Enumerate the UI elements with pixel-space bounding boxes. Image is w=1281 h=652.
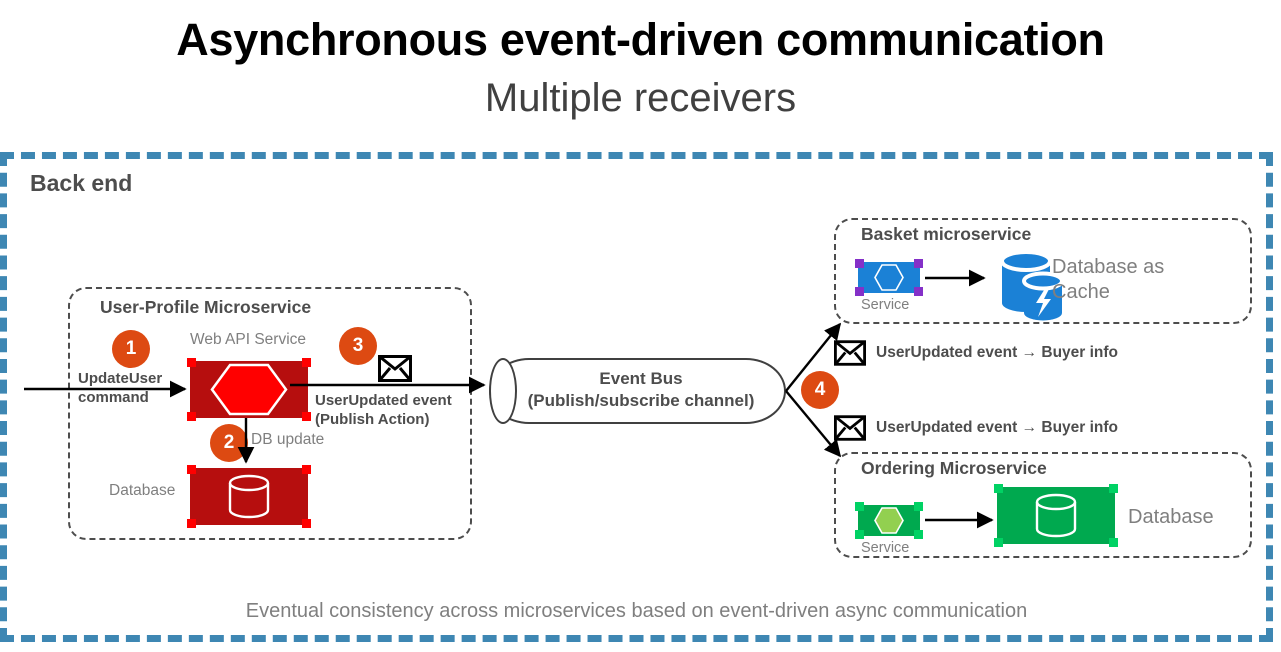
database-as-cache-icon	[988, 243, 1076, 331]
corner-handle-icon	[187, 358, 196, 367]
user-profile-microservice-title: User-Profile Microservice	[100, 297, 312, 317]
database-as-cache-line2: Cache	[1052, 281, 1110, 303]
subscription-label: UserUpdated event → Buyer info	[876, 344, 1119, 361]
page-subtitle: Multiple receivers	[484, 76, 797, 120]
corner-handle-icon	[1109, 538, 1118, 547]
envelope-icon	[834, 340, 866, 366]
publish-event-line1: UserUpdated event	[315, 392, 452, 409]
db-update-label: DB update	[251, 431, 325, 448]
basket-microservice-title: Basket microservice	[861, 224, 1032, 244]
corner-handle-icon	[855, 287, 864, 296]
corner-handle-icon	[187, 465, 196, 474]
publish-envelope-icon	[378, 355, 412, 382]
step-badge-3: 3	[339, 327, 377, 365]
hexagon-icon	[874, 264, 904, 291]
backend-label: Back end	[30, 170, 133, 196]
step-badge-2: 2	[210, 424, 248, 462]
basket-microservice-boundary	[834, 218, 1252, 324]
web-api-service-label: Web API Service	[190, 331, 307, 348]
user-profile-database-label: Database	[109, 482, 176, 499]
web-api-service-icon	[187, 358, 311, 421]
ordering-service-label: Service	[861, 540, 910, 556]
publish-event-label: UserUpdated event (Publish Action)	[315, 392, 452, 430]
corner-handle-icon	[914, 502, 923, 511]
ordering-service-icon	[855, 502, 923, 539]
subscription-row-basket: UserUpdated event → Buyer info	[834, 340, 1118, 366]
basket-service-icon	[855, 259, 923, 296]
subscription-row-ordering: UserUpdated event → Buyer info	[834, 415, 1118, 441]
corner-handle-icon	[187, 412, 196, 421]
corner-handle-icon	[855, 259, 864, 268]
update-user-command-line1: UpdateUser	[78, 370, 163, 387]
corner-handle-icon	[914, 287, 923, 296]
database-as-cache-line1: Database as	[1052, 256, 1165, 278]
ordering-microservice-title: Ordering Microservice	[861, 458, 1047, 478]
ordering-database-label: Database	[1128, 506, 1214, 528]
corner-handle-icon	[302, 465, 311, 474]
corner-handle-icon	[1109, 484, 1118, 493]
backend-boundary	[0, 152, 1273, 642]
event-bus-label: Event Bus (Publish/subscribe channel)	[505, 368, 777, 412]
ordering-microservice-boundary	[834, 452, 1252, 558]
update-user-command-line2: command	[78, 388, 149, 406]
corner-handle-icon	[914, 530, 923, 539]
database-as-cache-label: Database as Cache	[1052, 255, 1164, 305]
corner-handle-icon	[994, 484, 1003, 493]
database-cylinder-icon	[1035, 493, 1077, 538]
basket-service-label: Service	[861, 297, 910, 313]
corner-handle-icon	[302, 519, 311, 528]
page-title: Asynchronous event-driven communication	[176, 14, 1105, 65]
user-profile-database-icon	[187, 465, 311, 528]
database-cylinder-icon	[228, 474, 270, 519]
subscription-label: UserUpdated event → Buyer info	[876, 419, 1119, 436]
event-bus-title: Event Bus	[599, 369, 683, 388]
corner-handle-icon	[994, 538, 1003, 547]
corner-handle-icon	[855, 530, 864, 539]
corner-handle-icon	[914, 259, 923, 268]
envelope-icon	[834, 415, 866, 441]
hexagon-icon	[210, 363, 288, 416]
hexagon-icon	[874, 507, 904, 534]
step-badge-1: 1	[112, 330, 150, 368]
publish-event-line2: (Publish Action)	[315, 410, 430, 428]
step-badge-4: 4	[801, 371, 839, 409]
user-profile-microservice-boundary	[68, 287, 472, 540]
footer-caption: Eventual consistency across microservice…	[245, 600, 1028, 622]
update-user-command-label: UpdateUser command	[78, 370, 162, 408]
corner-handle-icon	[302, 358, 311, 367]
ordering-database-icon	[994, 484, 1118, 547]
event-bus-cylinder-cap	[489, 358, 517, 424]
corner-handle-icon	[302, 412, 311, 421]
corner-handle-icon	[855, 502, 864, 511]
event-bus-subtitle: (Publish/subscribe channel)	[527, 391, 755, 411]
corner-handle-icon	[187, 519, 196, 528]
